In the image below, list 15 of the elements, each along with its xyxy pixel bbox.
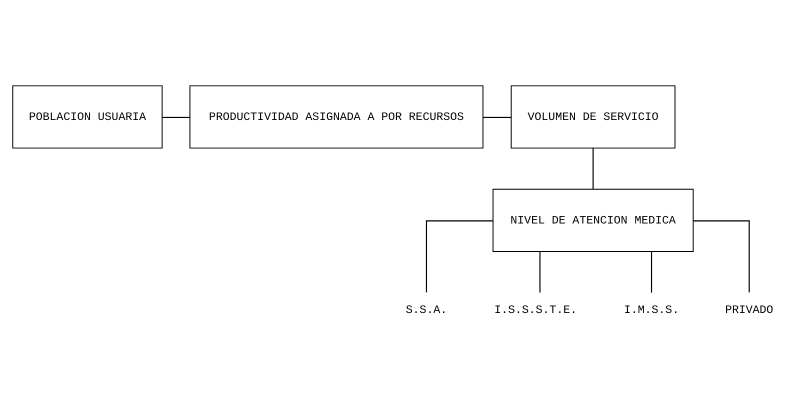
connector <box>162 116 190 118</box>
node-text: I.S.S.S.T.E. <box>494 304 577 317</box>
node-text: S.S.A. <box>406 304 448 317</box>
node-text: PRIVADO <box>725 304 774 317</box>
connector <box>592 148 594 190</box>
connector <box>693 220 750 292</box>
node-box: PRODUCTIVIDAD ASIGNADA A POR RECURSOS <box>189 85 484 149</box>
node-box: POBLACION USUARIA <box>12 85 163 149</box>
node-box: VOLUMEN DE SERVICIO <box>510 85 676 149</box>
connector <box>426 220 493 292</box>
node-text: I.M.S.S. <box>624 304 680 317</box>
connector <box>539 252 541 293</box>
connector <box>483 116 512 118</box>
node-box: NIVEL DE ATENCION MEDICA <box>492 188 694 252</box>
connector <box>650 252 652 293</box>
